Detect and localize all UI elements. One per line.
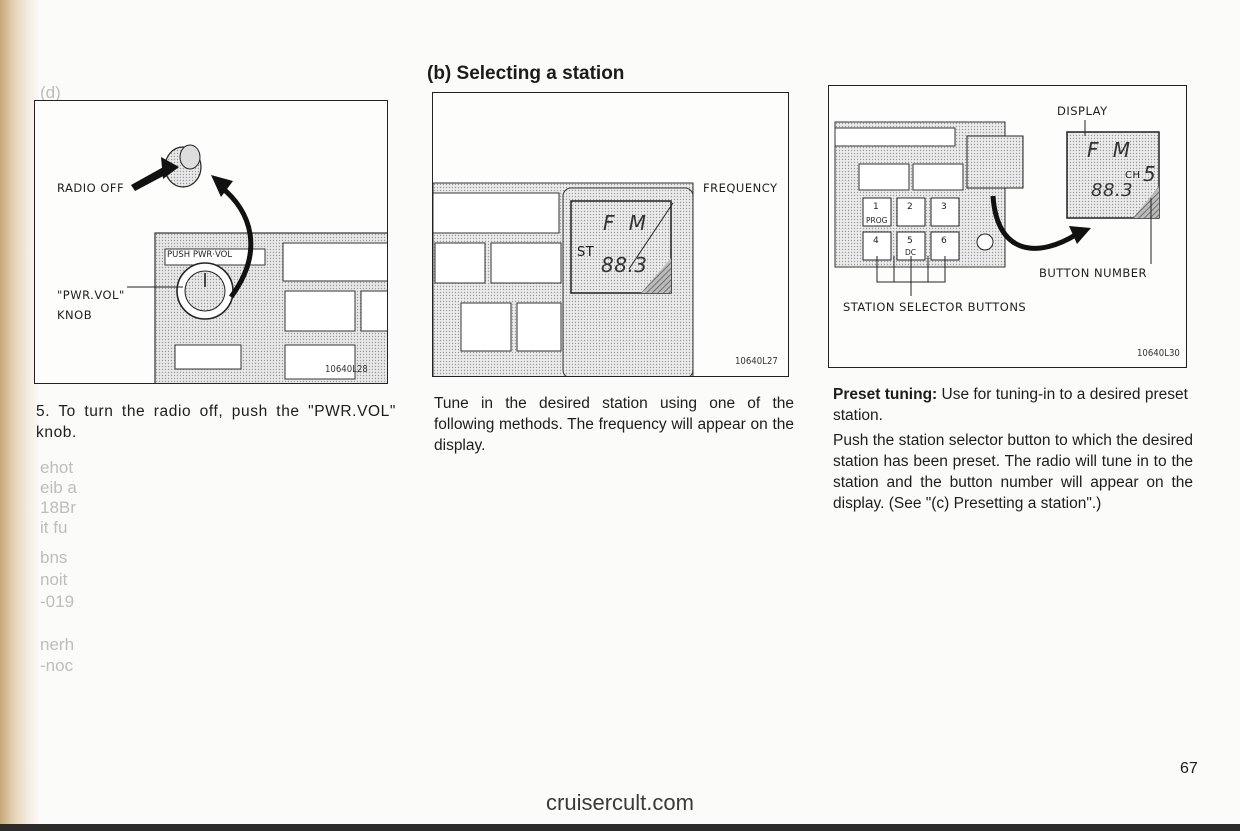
frequency-label: FREQUENCY — [703, 181, 778, 195]
figure-code: 10640L27 — [735, 356, 778, 367]
button-number-label: BUTTON NUMBER — [1039, 266, 1148, 280]
dc-label: DC — [905, 248, 917, 257]
station-selector-label: STATION SELECTOR BUTTONS — [843, 300, 1027, 314]
display-digits: 88.3 — [1091, 180, 1134, 201]
display-ch-number: 5 — [1143, 162, 1157, 186]
page-number: 67 — [1180, 760, 1198, 777]
watermark: cruisercult.com — [546, 790, 694, 815]
ghost-text: nerh — [40, 635, 75, 654]
preset-button-3: 3 — [941, 202, 948, 212]
figure-code: 10640L28 — [325, 364, 368, 375]
prog-label: PROG — [866, 216, 888, 225]
preset-button-1: 1 — [873, 202, 880, 212]
figure-preset-buttons: DISPLAY F M CH 5 88.3 1 2 3 4 5 6 PROG D… — [828, 85, 1187, 368]
display-fm: F M — [1087, 138, 1131, 162]
figure-radio-off: RADIO OFF PUSH PWR·VOL "PWR.VOL" KNOB 10… — [34, 100, 388, 384]
ghost-text: (d) — [40, 83, 61, 102]
preset-button-6: 6 — [941, 236, 948, 246]
page-spine-shadow — [0, 0, 40, 831]
display-digits: 88.3 — [601, 253, 648, 277]
radio-off-label: RADIO OFF — [57, 181, 125, 195]
tune-in-paragraph: Tune in the desired station using one of… — [434, 395, 794, 454]
figure-frequency-display: FREQUENCY F M ST 88.3 10640L27 — [432, 92, 789, 377]
figure-code: 10640L30 — [1137, 348, 1180, 359]
preset-button-2: 2 — [907, 202, 914, 212]
preset-button-4: 4 — [873, 236, 880, 246]
pwr-vol-label: "PWR.VOL" — [57, 288, 125, 302]
step5-paragraph: 5. To turn the radio off, push the "PWR.… — [36, 403, 396, 441]
section-title: (b) Selecting a station — [427, 63, 625, 84]
preset-button-5: 5 — [907, 236, 914, 246]
display-fm: F M — [603, 211, 647, 235]
ghost-text: it fu — [40, 518, 68, 537]
ghost-text: -noc — [40, 656, 74, 675]
ghost-text: bns — [40, 548, 68, 567]
preset-tuning-paragraph: Preset tuning: Use for tuning-in to a de… — [833, 384, 1193, 426]
preset-tuning-heading: Preset tuning: — [833, 386, 938, 403]
display-st: ST — [577, 245, 595, 260]
ghost-text: 18Br — [40, 498, 76, 517]
page-bottom-edge — [0, 824, 1240, 831]
preset-tuning-body: Use for tuning-in to a desired preset st… — [833, 386, 1188, 424]
ghost-text: -019 — [40, 592, 75, 611]
display-ch: CH — [1125, 170, 1141, 181]
push-selector-paragraph: Push the station selector button to whic… — [833, 432, 1193, 512]
ghost-text: eib a — [40, 478, 77, 497]
knob-badge: PUSH PWR·VOL — [167, 250, 233, 260]
display-label: DISPLAY — [1057, 104, 1108, 118]
ghost-text: noit — [40, 570, 68, 589]
ghost-text: ehot — [40, 458, 74, 477]
knob-label: KNOB — [57, 308, 93, 322]
